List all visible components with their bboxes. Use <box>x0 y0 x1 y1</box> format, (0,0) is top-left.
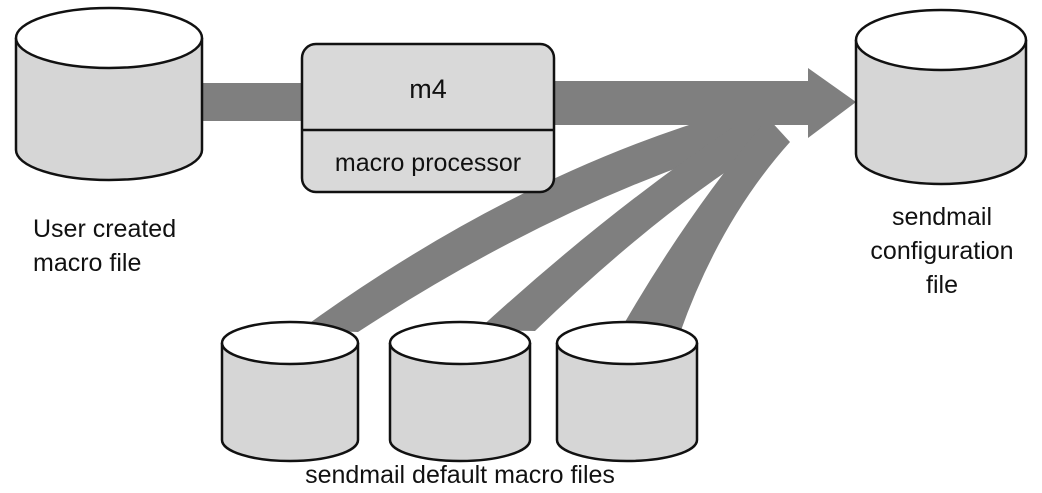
output-cylinder-icon <box>854 8 1028 186</box>
output-label: sendmail configuration file <box>862 200 1022 302</box>
default-cylinder-1-icon <box>220 320 360 463</box>
output-label-line-2: configuration <box>870 237 1014 265</box>
default-files-label: sendmail default macro files <box>305 461 615 489</box>
input-label-line-2: macro file <box>33 249 142 277</box>
flow-arrows <box>203 68 856 333</box>
output-label-line-3: file <box>926 271 958 299</box>
default-cylinder-3-icon <box>555 320 699 463</box>
input-cylinder-icon <box>14 6 204 182</box>
processor-subtitle: macro processor <box>335 149 521 177</box>
input-to-processor-arrow <box>203 83 306 121</box>
curved-arrow-from-default-2 <box>478 112 772 331</box>
processor-title: m4 <box>409 74 447 104</box>
input-label: User created macro file <box>33 212 176 280</box>
curved-arrow-from-default-3 <box>625 118 790 333</box>
curved-arrow-from-default-1 <box>300 108 760 332</box>
input-label-line-1: User created <box>33 215 177 243</box>
processor-box: m4 macro processor <box>300 42 556 194</box>
output-label-line-1: sendmail <box>891 203 993 231</box>
processor-to-output-arrow <box>552 68 856 138</box>
default-cylinder-2-icon <box>388 320 532 463</box>
